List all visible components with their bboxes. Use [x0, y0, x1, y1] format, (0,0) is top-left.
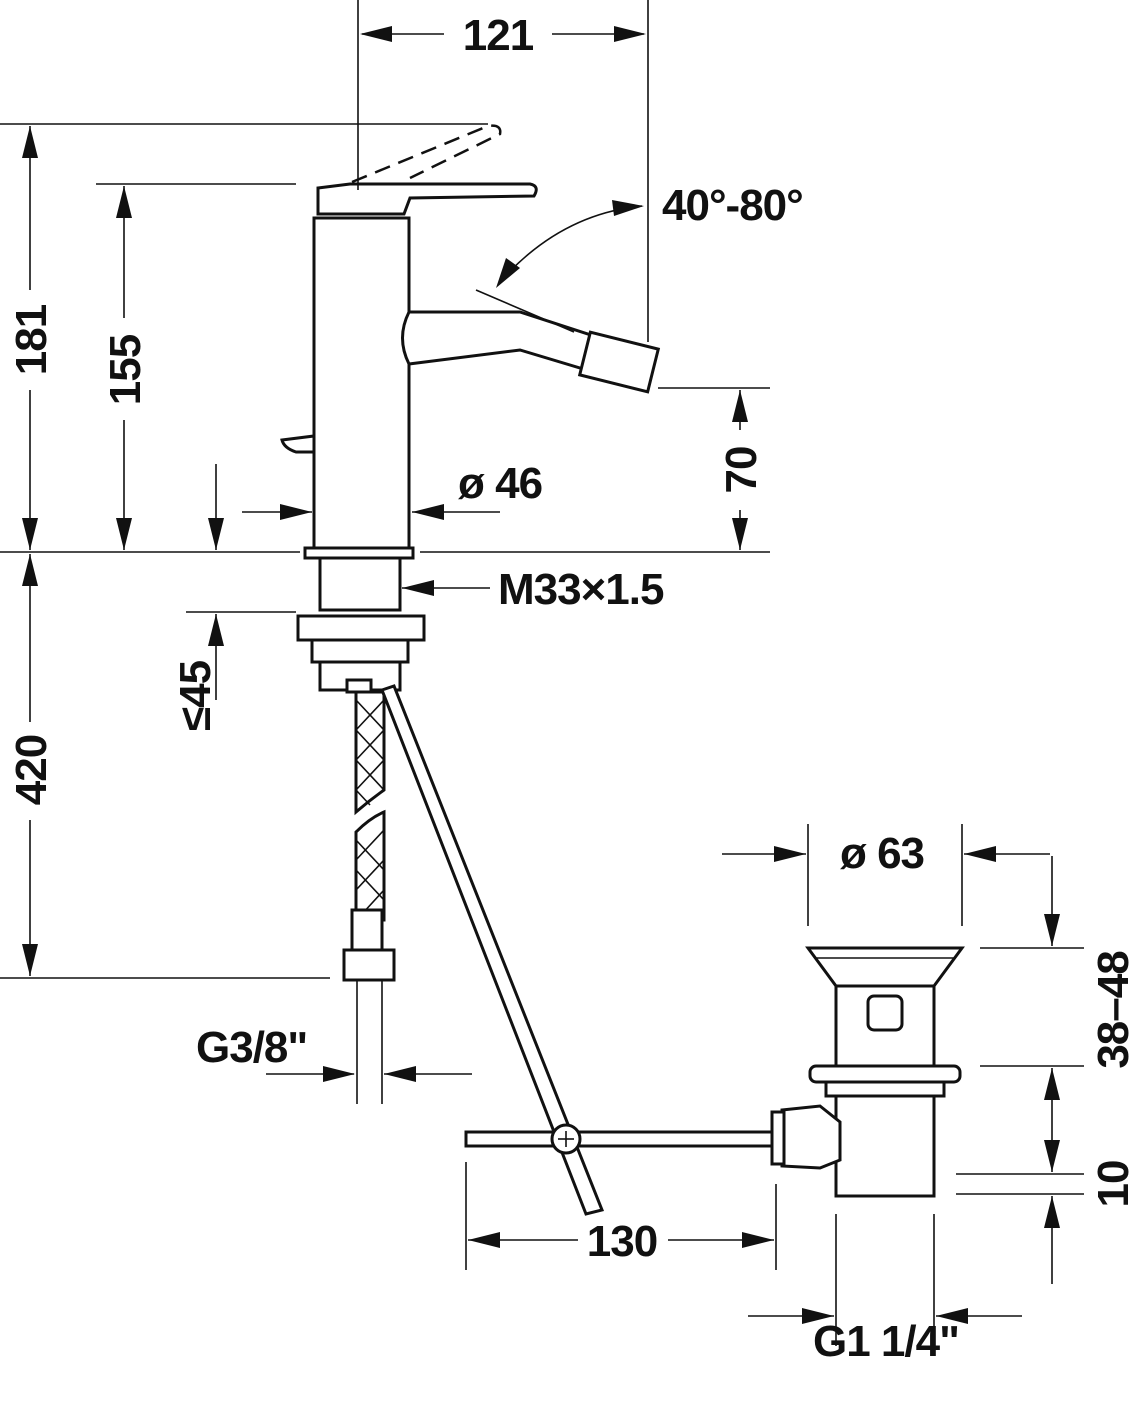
popup-rod — [380, 684, 784, 1216]
dim-hose-connection: G3/8" — [196, 1023, 307, 1072]
dim-total-height: 181 — [7, 304, 56, 375]
faucet-body — [280, 0, 661, 692]
dim-waste-height: 38–48 — [1089, 951, 1138, 1069]
dim-waste-offset: 10 — [1089, 1161, 1138, 1208]
dim-body-diameter: ø 46 — [458, 459, 542, 508]
flex-hose — [342, 678, 396, 1104]
dim-lever-height: 155 — [101, 334, 150, 405]
dim-thread: M33×1.5 — [498, 565, 664, 614]
waste-fitting — [770, 946, 965, 1198]
dim-hose-length: 420 — [7, 735, 56, 805]
dim-spout-reach: 121 — [463, 11, 534, 60]
dim-spout-height: 70 — [717, 447, 766, 494]
dim-rod-length: 130 — [587, 1217, 657, 1266]
dim-waste-diameter: ø 63 — [840, 829, 924, 878]
dim-spout-angle: 40°-80° — [662, 181, 803, 230]
dim-waste-thread: G1 1/4" — [813, 1317, 959, 1366]
dimension-lines — [0, 0, 1084, 1346]
dim-max-deck: ≤45 — [171, 660, 220, 731]
